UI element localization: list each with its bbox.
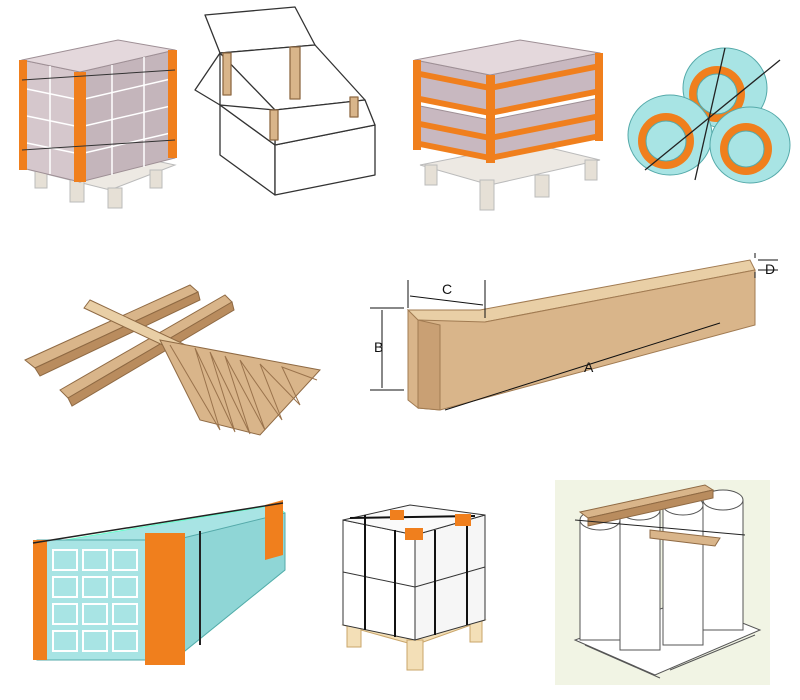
dimension-label-d: D (765, 261, 775, 277)
edge-protector-dimension-diagram: C B A D (370, 253, 778, 411)
pipe-rolls-bundle (627, 47, 791, 184)
pallet-layers-icon (413, 39, 603, 211)
dimension-label-a: A (584, 359, 594, 375)
dimension-label-c: C (442, 281, 452, 297)
pipe-rolls-icon (627, 47, 791, 184)
open-box-corner-inserts (194, 6, 376, 196)
pallet-rolls-icon (573, 484, 762, 679)
dimension-label-b: B (374, 339, 383, 355)
pallet-boxes-corner-edges (19, 39, 177, 209)
strapped-box-icon (341, 504, 487, 671)
pallet-boxes-icon (19, 39, 177, 209)
edge-protector-profiles (24, 284, 321, 436)
long-bundle-tubes (32, 500, 286, 665)
open-box-icon (194, 6, 376, 196)
strapped-pallet-box (341, 504, 487, 671)
dimension-diagram-icon: C B A D (370, 253, 778, 411)
pallet-rolls-top-protector (555, 480, 770, 685)
edge-profiles-icon (24, 284, 321, 436)
pallet-layered-boxes (413, 39, 603, 211)
tube-bundle-icon (32, 500, 286, 665)
